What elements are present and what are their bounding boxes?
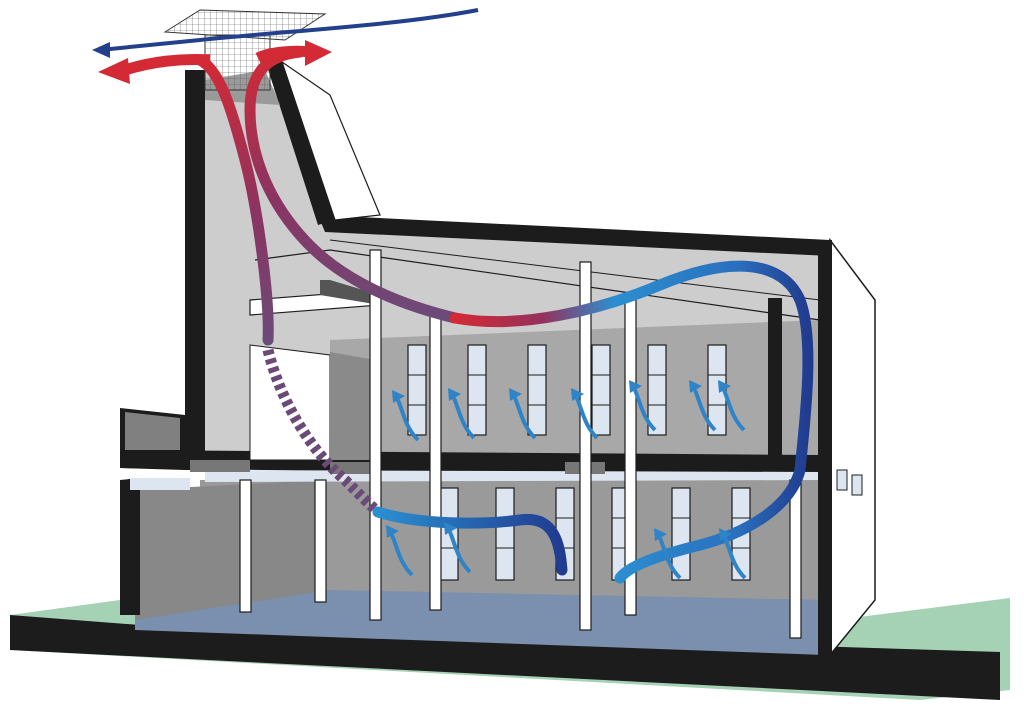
- exhaust-arrow-icon: [98, 40, 332, 84]
- column: [314, 479, 327, 603]
- window: [527, 344, 547, 436]
- rising-air-arrow-icon: [718, 380, 746, 432]
- window: [647, 344, 667, 436]
- exterior-wall-right: [829, 237, 876, 658]
- wind-arrow-icon: [92, 8, 479, 58]
- rising-air-arrow-icon: [629, 380, 657, 432]
- rising-air-arrow-icon: [386, 525, 414, 577]
- window: [407, 344, 427, 436]
- window: [671, 487, 691, 581]
- rising-air-arrow-icon: [571, 388, 599, 440]
- rising-air-arrow-icon: [392, 390, 420, 442]
- column: [789, 479, 802, 639]
- column: [369, 249, 382, 621]
- floor-plate: [135, 590, 825, 655]
- window: [591, 344, 611, 436]
- supply-flows: [372, 260, 814, 584]
- rising-air-arrow-icon: [654, 528, 682, 580]
- right-wall: [768, 240, 832, 660]
- exhaust-flows: [194, 46, 461, 517]
- column: [429, 309, 442, 611]
- tower-structure: [185, 60, 830, 470]
- rising-air-arrow-icon: [444, 522, 472, 574]
- rising-air-arrow-icon: [719, 528, 747, 580]
- column: [579, 261, 592, 631]
- column: [239, 479, 252, 613]
- room-airflow-arrows: [386, 380, 747, 580]
- columns: [239, 249, 802, 639]
- window: [495, 487, 515, 581]
- interior-partition-dark: [330, 352, 375, 460]
- window: [467, 344, 487, 436]
- upper-windows: [407, 344, 727, 436]
- rising-air-arrow-icon: [448, 388, 476, 440]
- rising-air-arrow-icon: [689, 380, 717, 432]
- rising-air-arrow-icon: [509, 388, 537, 440]
